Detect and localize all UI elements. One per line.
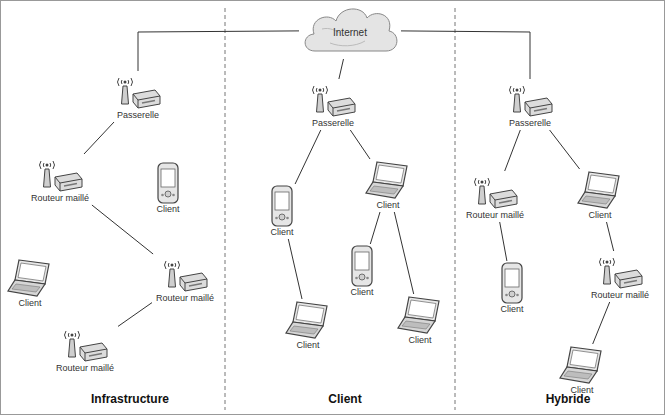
pda-client: Client [267,185,296,238]
wireless-link [339,59,344,79]
router-icon [162,255,208,293]
device-label: Passerelle [116,110,160,121]
pda-icon [156,162,180,204]
router-icon [507,80,553,118]
device-label: Client [587,210,612,221]
wireless-link [370,212,380,244]
mesh-device: Passerelle [505,80,555,129]
pda-client: Client [497,262,526,315]
device-label: Passerelle [508,118,552,129]
laptop-client: Client [363,160,413,211]
device-label: Routeur maillé [155,293,215,304]
device-label: Client [155,204,180,215]
device-label: Routeur maillé [590,290,650,301]
device-label: Client [349,287,374,298]
pda-icon [270,185,294,227]
device-label: Client [17,298,42,309]
wireless-link [118,303,152,327]
wireless-link [505,130,521,171]
laptop-icon [559,345,605,385]
router-icon [310,80,356,118]
wireless-link [138,31,299,71]
router-icon [62,325,108,363]
laptop-icon [285,300,331,340]
device-label: Routeur maillé [30,193,90,204]
panel-title: Hybride [546,392,591,406]
laptop-client: Client [557,345,607,396]
wireless-link [92,205,153,254]
mesh-device: Routeur maillé [53,325,117,374]
panel-title: Infrastructure [91,392,169,406]
device-label: Routeur maillé [55,363,115,374]
wireless-link [84,122,114,154]
laptop-client: Client [575,170,625,221]
wireless-link [607,222,614,251]
wireless-link [394,212,413,294]
wireless-link [295,130,321,184]
pda-client: Client [153,162,182,215]
wireless-link [593,302,610,344]
mesh-device: Routeur maillé [28,155,92,204]
device-label: Client [269,227,294,238]
panel-title: Client [328,392,361,406]
laptop-icon [7,258,53,298]
laptop-icon [577,170,623,210]
router-icon [472,172,518,210]
wireless-link [288,239,302,299]
device-label: Client [499,304,524,315]
wireless-link [500,222,507,261]
cloud-label: Internet [333,27,367,38]
mesh-device: Routeur maillé [153,255,217,304]
mesh-device: Passerelle [308,80,358,129]
mesh-device: Passerelle [113,72,163,121]
mesh-device: Routeur maillé [588,252,652,301]
laptop-icon [397,295,443,335]
device-label: Client [295,340,320,351]
mesh-device: Routeur maillé [463,172,527,221]
device-label: Routeur maillé [465,210,525,221]
laptop-icon [365,160,411,200]
device-label: Passerelle [311,118,355,129]
pda-icon [350,245,374,287]
wireless-link [350,130,370,159]
pda-client: Client [347,245,376,298]
router-icon [115,72,161,110]
wireless-link [401,31,530,79]
laptop-client: Client [283,300,333,351]
laptop-client: Client [5,258,55,309]
internet-cloud: Internet [300,3,400,58]
router-icon [37,155,83,193]
router-icon [597,252,643,290]
device-label: Client [375,200,400,211]
pda-icon [500,262,524,304]
wireless-link [550,130,580,169]
laptop-client: Client [395,295,445,346]
device-label: Client [407,335,432,346]
